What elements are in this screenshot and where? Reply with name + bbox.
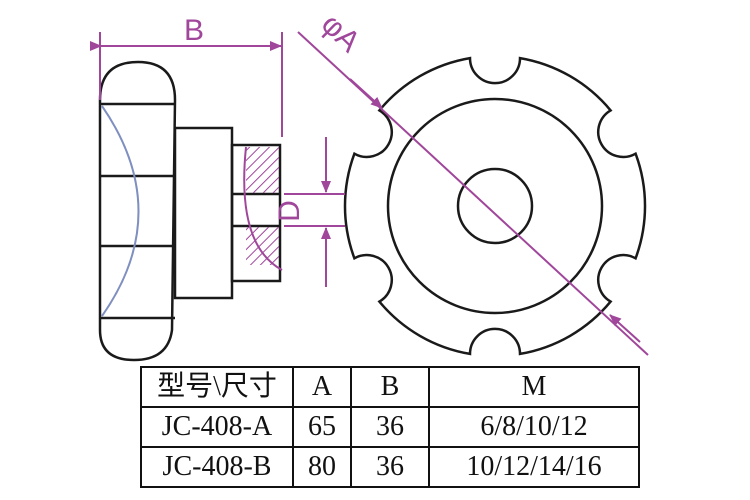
value-cell-a: 65 <box>292 406 352 448</box>
knob-front-star-outline <box>343 56 647 356</box>
dim-phi-a-arrow-upper <box>349 78 383 109</box>
dim-b-label: B <box>184 14 204 47</box>
header-cell: B <box>350 366 430 408</box>
knob-side-profile <box>98 60 177 362</box>
knob-front-bore <box>456 167 534 245</box>
value-cell-m: 6/8/10/12 <box>428 406 640 448</box>
table-header-row: 型号\尺寸 A B M <box>140 366 640 408</box>
header-cell: A <box>292 366 352 408</box>
spec-table: 型号\尺寸 A B M JC-408-A 65 36 6/8/10/12 JC-… <box>140 366 640 488</box>
knob-front-inner-ring <box>386 97 604 315</box>
insert-hatch-upper <box>246 147 279 193</box>
header-cell: 型号\尺寸 <box>140 366 294 408</box>
header-cell: M <box>428 366 640 408</box>
value-cell-m: 10/12/14/16 <box>428 446 640 488</box>
knob-technical-drawing: B φA D <box>90 8 649 362</box>
insert-thread-curve <box>243 146 283 271</box>
model-cell: JC-408-B <box>140 446 294 488</box>
dim-phi-a-arrow-lower <box>609 314 641 343</box>
dim-phi-a-label: φA <box>315 8 366 59</box>
knob-insert <box>230 143 282 283</box>
front-view <box>343 56 647 356</box>
dim-d-label: D <box>273 200 306 222</box>
side-profile-curve <box>101 105 140 317</box>
table-row: JC-408-A 65 36 6/8/10/12 <box>140 406 640 448</box>
value-cell-a: 80 <box>292 446 352 488</box>
dimensions <box>90 31 649 356</box>
value-cell-b: 36 <box>350 446 430 488</box>
value-cell-b: 36 <box>350 406 430 448</box>
side-view <box>98 60 282 362</box>
table-row: JC-408-B 80 36 10/12/14/16 <box>140 446 640 488</box>
model-cell: JC-408-A <box>140 406 294 448</box>
knob-hub <box>173 126 234 300</box>
